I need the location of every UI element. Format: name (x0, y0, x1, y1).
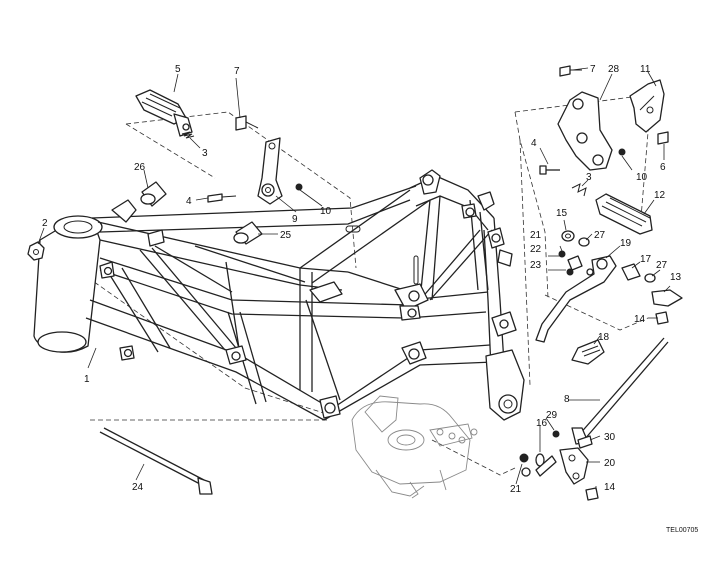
callout-16: 16 (536, 418, 548, 429)
callout-21: 21 (530, 230, 542, 241)
callout-17: 17 (640, 254, 652, 265)
callout-7-right: 7 (590, 64, 596, 75)
drawing-code: TEL00705 (666, 527, 698, 534)
callout-26: 26 (134, 162, 146, 173)
callout-29: 29 (546, 410, 558, 421)
bolt-13 (651, 289, 683, 307)
callout-14-bottom: 14 (604, 482, 616, 493)
callout-13: 13 (670, 272, 682, 283)
link-20 (559, 447, 589, 485)
long-bolt-24 (197, 477, 213, 495)
callout-6: 6 (660, 162, 666, 173)
callout-1: 1 (84, 374, 90, 385)
rearset-bracket-28 (557, 91, 613, 171)
callout-10: 10 (320, 206, 332, 217)
callout-21-bottom: 21 (510, 484, 522, 495)
brake-pedal-pad-18 (571, 339, 605, 365)
callout-4-right: 4 (531, 138, 537, 149)
callout-15: 15 (556, 208, 568, 219)
brake-lever-19 (535, 255, 617, 343)
heel-guard-11 (629, 79, 665, 133)
callout-23: 23 (530, 260, 542, 271)
callout-14: 14 (634, 314, 646, 325)
callout-4: 4 (186, 196, 192, 207)
callout-10-right: 10 (636, 172, 648, 183)
frame-part-1 (33, 169, 525, 421)
footpeg-12 (595, 193, 653, 235)
callout-7: 7 (234, 66, 240, 77)
callout-9: 9 (292, 214, 298, 225)
callout-11: 11 (640, 64, 651, 75)
steering-head-bottom (37, 331, 87, 353)
callout-3-right: 3 (586, 172, 592, 183)
nut-2 (27, 241, 45, 261)
callout-labels: 1 2 3 4 5 7 9 10 26 25 24 7 28 11 6 10 4… (42, 64, 698, 534)
callout-28: 28 (608, 64, 620, 75)
engine-phantom (351, 395, 478, 499)
callout-3: 3 (202, 148, 208, 159)
callout-12: 12 (654, 190, 666, 201)
dashed-assembly-lines (52, 95, 651, 476)
right-rearset-assembly (519, 65, 683, 501)
callout-30: 30 (604, 432, 616, 443)
callout-19: 19 (620, 238, 632, 249)
leader-lines (37, 67, 671, 490)
callout-5: 5 (175, 64, 181, 75)
callout-27: 27 (594, 230, 606, 241)
callout-18: 18 (598, 332, 610, 343)
callout-8: 8 (564, 394, 570, 405)
callout-24: 24 (132, 482, 144, 493)
callout-20: 20 (604, 458, 616, 469)
steering-head-top (53, 215, 103, 239)
callout-25: 25 (280, 230, 292, 241)
callout-2: 2 (42, 218, 48, 229)
callout-22: 22 (530, 244, 542, 255)
callout-27-right: 27 (656, 260, 668, 271)
